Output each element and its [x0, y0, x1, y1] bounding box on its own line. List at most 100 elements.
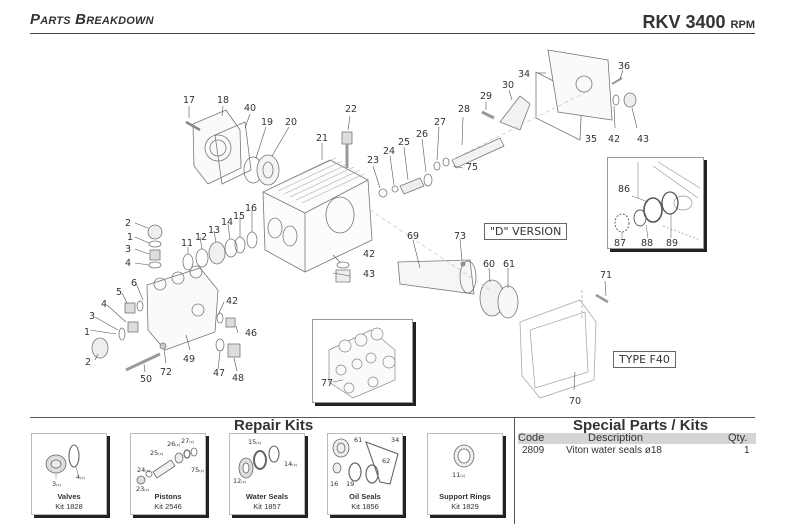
lock-washer-part: [614, 213, 630, 233]
callout: 49: [183, 354, 195, 365]
valves-kit-drawing: 3(x) 4(x): [45, 444, 86, 488]
kit-number: Kit 1829: [451, 502, 479, 511]
part-ref-suffix: (x): [241, 480, 246, 484]
part-ref: 62: [382, 457, 390, 465]
part-ref: 16: [330, 480, 338, 488]
callout: 20: [285, 117, 297, 128]
callout: 42: [363, 249, 375, 260]
washer-part: [391, 185, 399, 193]
title-rest: ARTS: [40, 15, 71, 27]
plunger-rod-part: [451, 137, 505, 169]
callout: 22: [345, 104, 357, 115]
part-ref-suffix: (x): [158, 452, 163, 456]
ring-part: [661, 191, 679, 215]
seal-part: [195, 248, 209, 268]
callout: 11: [181, 238, 193, 249]
callout: 28: [458, 104, 470, 115]
manifold-head-part: [146, 265, 219, 351]
part-ref: 15(x): [248, 438, 262, 446]
part-ref-suffix: (x): [80, 476, 85, 480]
screw-part: [611, 77, 623, 85]
part-ref: 12(x): [233, 477, 247, 485]
callout: 3: [89, 311, 95, 322]
part-ref: 19: [346, 480, 354, 488]
page-title: PARTS BREAKDOWN: [30, 11, 154, 28]
screw-part: [185, 120, 201, 132]
callout-leaders: [89, 69, 638, 391]
callout: 24: [383, 146, 395, 157]
callout: 4: [101, 299, 107, 310]
o-ring-part: [336, 261, 350, 269]
kit-card-oil-seals: 61 34 62 16 19 Oil Seals Kit 1856: [327, 433, 403, 515]
valve-plug-part: [91, 337, 109, 359]
callout-labels: 17 18 40 19 20 21 22 23 24 25 26 27 28 2…: [84, 61, 649, 407]
title-initial: B: [75, 11, 87, 28]
part-ref: 14(x): [284, 460, 298, 468]
callout: 43: [637, 134, 649, 145]
part-ref: 11(x): [452, 471, 466, 479]
plug-part: [623, 92, 637, 108]
model-number: RKV 3400: [642, 12, 726, 32]
callout: 69: [407, 231, 419, 242]
part-ref: 24(x): [137, 466, 151, 474]
callout: 42: [608, 134, 620, 145]
section-divider: [30, 417, 755, 418]
callout: 34: [518, 69, 530, 80]
support-ring-part: [182, 253, 194, 271]
part-ref-suffix: (x): [145, 469, 150, 473]
o-ring-part: [442, 157, 450, 167]
valve-plug-part: [147, 224, 163, 240]
part-ref: 3(x): [52, 480, 62, 488]
plug-part: [335, 269, 351, 283]
kit-number: Kit 2546: [154, 502, 182, 511]
kit-name: Oil Seals: [349, 492, 381, 501]
bearing-part: [256, 154, 280, 186]
row-qty: 1: [744, 445, 750, 456]
title-rest: REAKDOWN: [86, 15, 154, 27]
plug-part: [227, 343, 241, 358]
part-ref: 75(x): [191, 466, 205, 474]
d-version-detail-drawing: 86 87 88 89: [614, 161, 701, 249]
part-ref-suffix: (x): [292, 463, 297, 467]
piston-part: [399, 177, 425, 195]
kit-number: Kit 1828: [55, 502, 83, 511]
o-ring-part: [148, 240, 162, 248]
pump-base-part: [519, 290, 597, 399]
header-divider: [30, 33, 755, 34]
callout: 16: [245, 203, 257, 214]
part-ref: 23(x): [136, 485, 150, 493]
callout: 1: [127, 232, 133, 243]
o-ring-part: [136, 300, 144, 312]
title-initial: P: [30, 11, 41, 28]
o-ring-part: [118, 327, 126, 341]
o-ring-part: [148, 261, 162, 269]
callout: 25: [398, 137, 410, 148]
kit-name: Pistons: [154, 492, 182, 501]
row-description: Viton water seals ø18: [566, 445, 662, 456]
gasket-part: [214, 121, 252, 185]
washer-part: [378, 188, 388, 198]
valve-part: [149, 249, 161, 261]
callout: 27: [434, 117, 446, 128]
column-header-code: Code: [518, 432, 545, 444]
special-parts-header-row: [518, 433, 756, 444]
o-ring-part: [433, 161, 441, 171]
column-header-qty: Qty.: [728, 432, 748, 444]
callout: 12: [195, 232, 207, 243]
screw-part: [595, 293, 609, 304]
callout: 18: [217, 95, 229, 106]
callout: 89: [666, 238, 678, 248]
o-ring-part: [224, 238, 238, 258]
special-parts-title: Special Parts / Kits: [573, 417, 709, 434]
part-ref-suffix: (x): [460, 474, 465, 478]
o-ring-part: [216, 312, 224, 324]
seal-ring-part: [643, 197, 663, 223]
callout: 3: [125, 244, 131, 255]
plug-part: [225, 317, 236, 328]
column-divider: [514, 417, 515, 524]
callout: 14: [221, 217, 233, 228]
kit-card-support-rings: 11(x) Support Rings Kit 1829: [427, 433, 503, 515]
model-unit: RPM: [730, 19, 755, 31]
part-ref: 26(x): [167, 440, 181, 448]
assembly-centerline: [369, 89, 591, 291]
